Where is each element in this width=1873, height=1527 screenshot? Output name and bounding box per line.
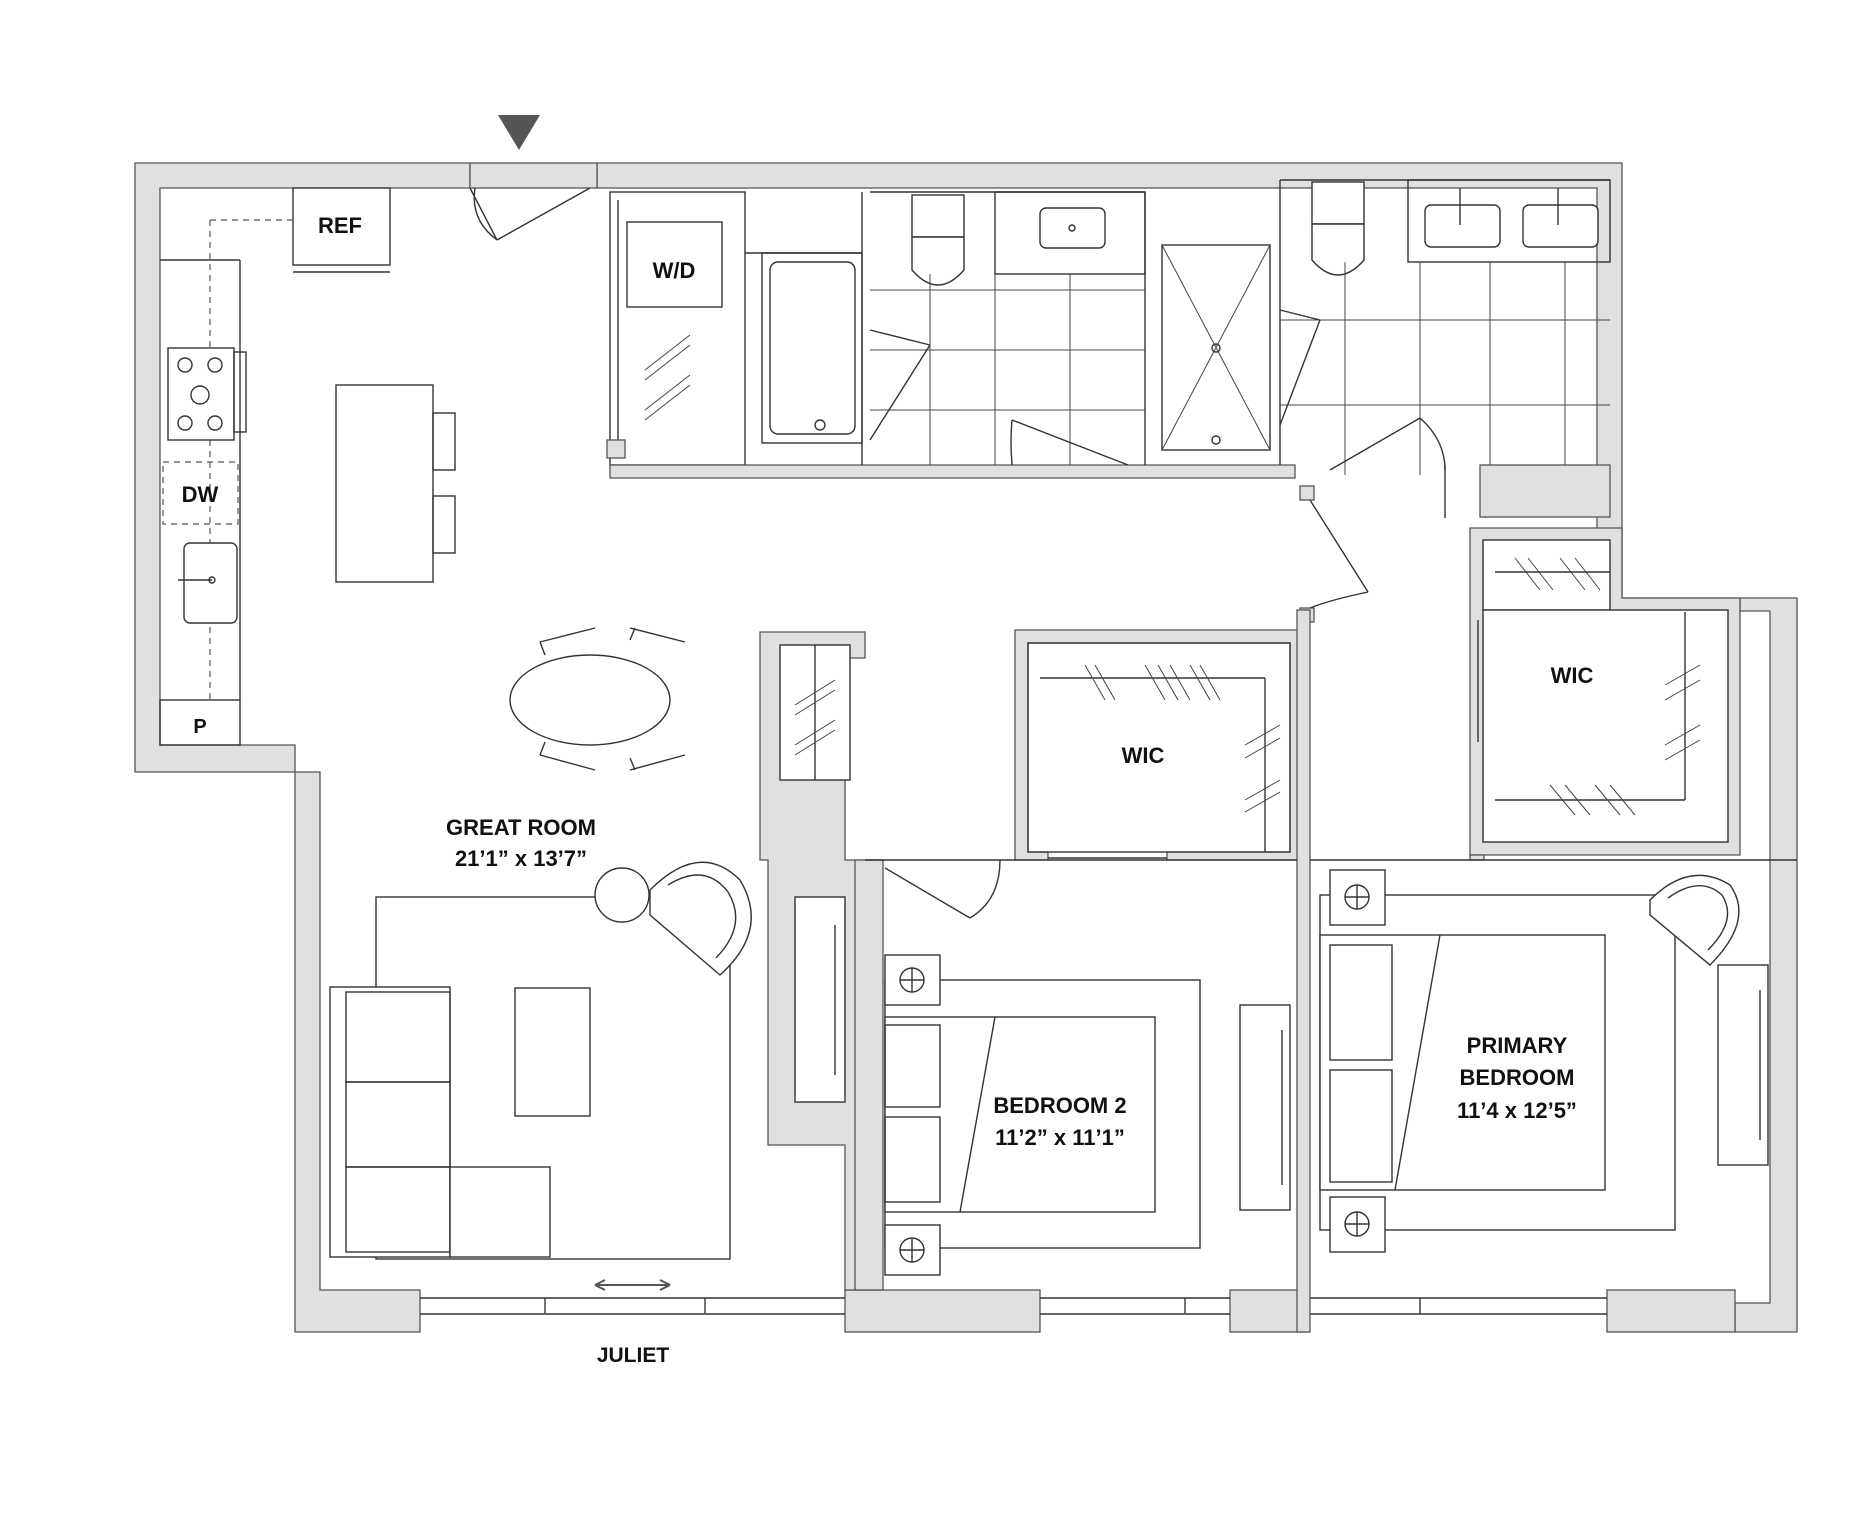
label-juliet: JULIET [597, 1344, 670, 1367]
juliet-arrow-icon [594, 1279, 671, 1291]
label-wic-primary: WIC [1551, 663, 1594, 688]
toilet-bath-1[interactable] [911, 194, 965, 238]
label-pantry: P [193, 716, 206, 738]
label-wic-bedroom-2: WIC [1122, 743, 1165, 768]
wic-bedroom-2[interactable] [1027, 642, 1291, 853]
sink-primary-2[interactable] [1522, 204, 1599, 248]
washer-dryer[interactable] [626, 221, 723, 308]
kitchen-island[interactable] [335, 384, 434, 583]
media-console[interactable] [794, 896, 846, 1103]
dining-table[interactable] [509, 654, 671, 746]
bathtub[interactable] [769, 261, 856, 435]
entry-door-opening [469, 162, 598, 189]
label-great-room-dims: 21’1” x 13’7” [455, 846, 587, 871]
label-dw: DW [182, 482, 219, 507]
sink-primary-1[interactable] [1424, 204, 1501, 248]
label-wd: W/D [653, 258, 696, 283]
wall-bottom-1 [844, 1289, 1041, 1333]
sofa[interactable] [329, 986, 451, 1258]
wall-bottom-3 [1606, 1289, 1736, 1333]
stove[interactable] [167, 347, 235, 441]
label-bedroom-2: BEDROOM 2 [993, 1093, 1126, 1118]
label-primary-dims: 11’4 x 12’5” [1457, 1098, 1577, 1123]
wic-primary[interactable] [1482, 539, 1611, 611]
primary-lounge-chair[interactable] [1649, 874, 1740, 966]
refrigerator[interactable] [292, 187, 391, 266]
wall-left-lower [294, 771, 421, 1333]
label-primary-1: PRIMARY [1467, 1033, 1568, 1058]
sink-bath-1[interactable] [1039, 207, 1106, 249]
wall-bottom-2 [1229, 1289, 1306, 1333]
entry-marker-icon [498, 115, 540, 150]
toilet-primary-bath[interactable] [1311, 181, 1365, 225]
label-ref: REF [318, 213, 362, 238]
pantry[interactable] [159, 699, 241, 746]
label-primary-2: BEDROOM [1460, 1065, 1575, 1090]
label-great-room: GREAT ROOM [446, 815, 596, 840]
label-bedroom-2-dims: 11’2” x 11’1” [995, 1125, 1125, 1150]
side-table[interactable] [594, 867, 650, 923]
entry-door [469, 187, 591, 241]
coffee-table[interactable] [514, 987, 591, 1117]
dishwasher[interactable] [162, 461, 239, 525]
